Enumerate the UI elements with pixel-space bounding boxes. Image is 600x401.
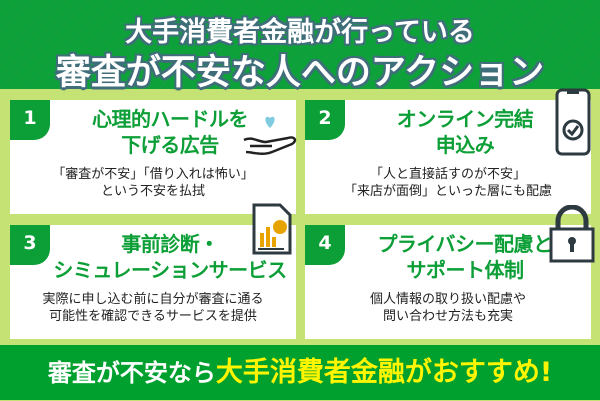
- card-title-line: 事前診断・: [121, 232, 219, 256]
- card-title: プライバシー配慮とサポート体制: [341, 231, 589, 283]
- card-description-line: 「来店が面倒」といった層にも配慮: [343, 184, 552, 199]
- card-number: 4: [305, 225, 345, 265]
- header-subtitle: 大手消費者金融が行っている: [125, 17, 475, 48]
- card-description: 個人情報の取り扱い配慮や問い合わせ方法も充実: [305, 291, 591, 325]
- card-number: 1: [10, 100, 50, 140]
- card-description-line: 「審査が不安」「借り入れは怖い」: [52, 167, 254, 182]
- heart-hand-icon: [243, 116, 297, 156]
- card-description: 「審査が不安」「借り入れは怖い」という不安を払拭: [10, 166, 296, 200]
- card-title-line: プライバシー配慮と: [377, 232, 553, 256]
- card-title-line: 心理的ハードルを: [92, 107, 249, 131]
- card-number: 3: [10, 225, 50, 265]
- card-description-line: 個人情報の取り扱い配慮や: [369, 292, 526, 307]
- card-title-line: オンライン完結: [396, 107, 534, 131]
- card-title-line: サポート体制: [406, 258, 525, 282]
- card-2: 2 オンライン完結申込み 「人と直接話すのが不安」「来店が面倒」といった層にも配…: [305, 100, 591, 214]
- padlock-icon: [549, 205, 595, 263]
- card-title-line: シミュレーションサービス: [53, 258, 287, 282]
- header-title: 審査が不安な人へのアクション: [55, 53, 545, 93]
- card-description-line: 実際に申し込む前に自分が審査に通る: [42, 292, 264, 307]
- footer-text-yellow: 大手消費者金融がおすすめ!: [215, 357, 553, 388]
- card-title: オンライン完結申込み: [341, 106, 589, 158]
- card-title-line: 下げる広告: [121, 133, 219, 157]
- card-number: 2: [305, 100, 345, 140]
- document-chart-icon: [252, 203, 292, 255]
- card-title: 心理的ハードルを下げる広告: [46, 106, 294, 158]
- card-1: 1 心理的ハードルを下げる広告 「審査が不安」「借り入れは怖い」という不安を払拭: [10, 100, 297, 214]
- card-description-line: 問い合わせ方法も充実: [382, 309, 513, 324]
- card-title: 事前診断・シミュレーションサービス: [46, 231, 294, 283]
- card-description-line: 可能性を確認できるサービスを提供: [49, 309, 257, 324]
- footer-text-white: 審査が不安なら: [47, 359, 216, 387]
- card-description-line: 「人と直接話すのが不安」: [369, 167, 526, 182]
- footer-banner: 審査が不安なら大手消費者金融がおすすめ!: [0, 345, 600, 400]
- card-description-line: という不安を払拭: [100, 184, 205, 199]
- card-description: 「人と直接話すのが不安」「来店が面倒」といった層にも配慮: [305, 166, 591, 200]
- card-3: 3 事前診断・シミュレーションサービス 実際に申し込む前に自分が審査に通る可能性…: [10, 225, 296, 339]
- header-banner: 大手消費者金融が行っている 審査が不安な人へのアクション: [0, 0, 600, 93]
- card-description: 実際に申し込む前に自分が審査に通る可能性を確認できるサービスを提供: [10, 291, 296, 325]
- card-4: 4 プライバシー配慮とサポート体制 個人情報の取り扱い配慮や問い合わせ方法も充実: [305, 225, 591, 339]
- smartphone-check-icon: [555, 88, 591, 156]
- card-title-line: 申込み: [435, 133, 495, 157]
